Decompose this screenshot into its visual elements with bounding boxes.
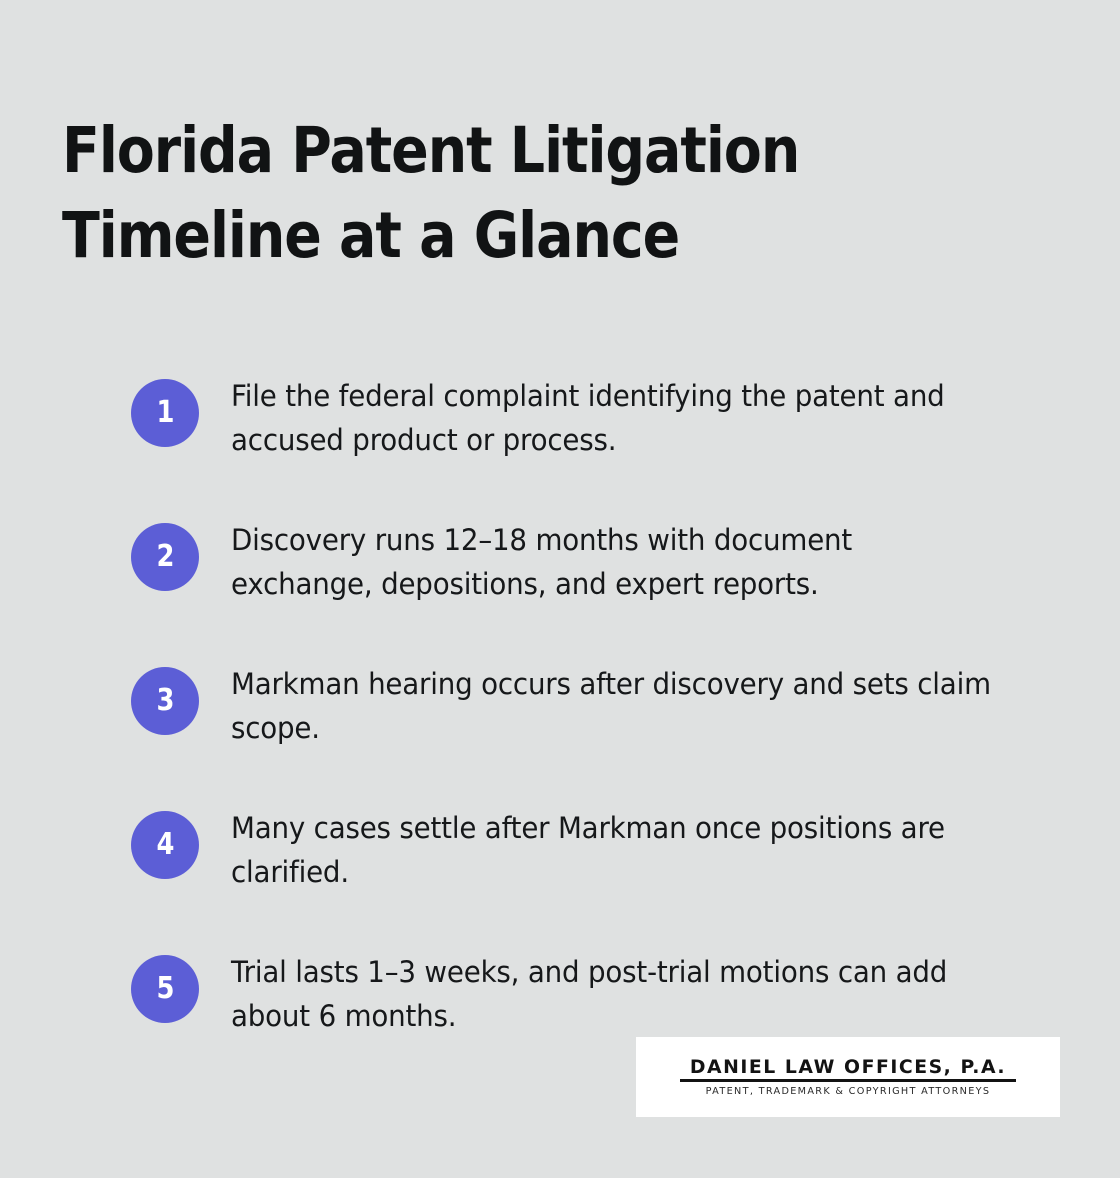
- page-title: Florida Patent Litigation Timeline at a …: [62, 114, 800, 272]
- brand-logo: DANIEL LAW OFFICES, P.A. PATENT, TRADEMA…: [636, 1037, 1060, 1117]
- step-description: File the federal complaint identifying t…: [231, 379, 945, 457]
- step-description: Trial lasts 1–3 weeks, and post-trial mo…: [231, 955, 948, 1033]
- step-number-label: 1: [156, 395, 174, 430]
- timeline-step-list: 1 File the federal complaint identifying…: [131, 374, 1031, 1038]
- step-description: Markman hearing occurs after discovery a…: [231, 667, 991, 745]
- step-number-label: 4: [156, 827, 174, 862]
- list-item: 5 Trial lasts 1–3 weeks, and post-trial …: [131, 950, 1031, 1038]
- step-number-label: 2: [156, 539, 174, 574]
- list-item: 2 Discovery runs 12–18 months with docum…: [131, 518, 1031, 606]
- list-item: 4 Many cases settle after Markman once p…: [131, 806, 1031, 894]
- step-number-badge: 2: [131, 523, 199, 591]
- step-number-badge: 5: [131, 955, 199, 1023]
- logo-firm-name: DANIEL LAW OFFICES, P.A.: [689, 1056, 1007, 1078]
- logo-tagline: PATENT, TRADEMARK & COPYRIGHT ATTORNEYS: [705, 1086, 991, 1097]
- step-number-badge: 3: [131, 667, 199, 735]
- step-number-label: 3: [156, 683, 174, 718]
- logo-divider-rule: [680, 1079, 1016, 1082]
- list-item: 1 File the federal complaint identifying…: [131, 374, 1031, 462]
- step-number-badge: 4: [131, 811, 199, 879]
- step-number-label: 5: [156, 971, 174, 1006]
- step-description: Discovery runs 12–18 months with documen…: [231, 523, 853, 601]
- list-item: 3 Markman hearing occurs after discovery…: [131, 662, 1031, 750]
- logo-lockup: DANIEL LAW OFFICES, P.A. PATENT, TRADEMA…: [680, 1056, 1016, 1098]
- step-number-badge: 1: [131, 379, 199, 447]
- step-description: Many cases settle after Markman once pos…: [231, 811, 945, 889]
